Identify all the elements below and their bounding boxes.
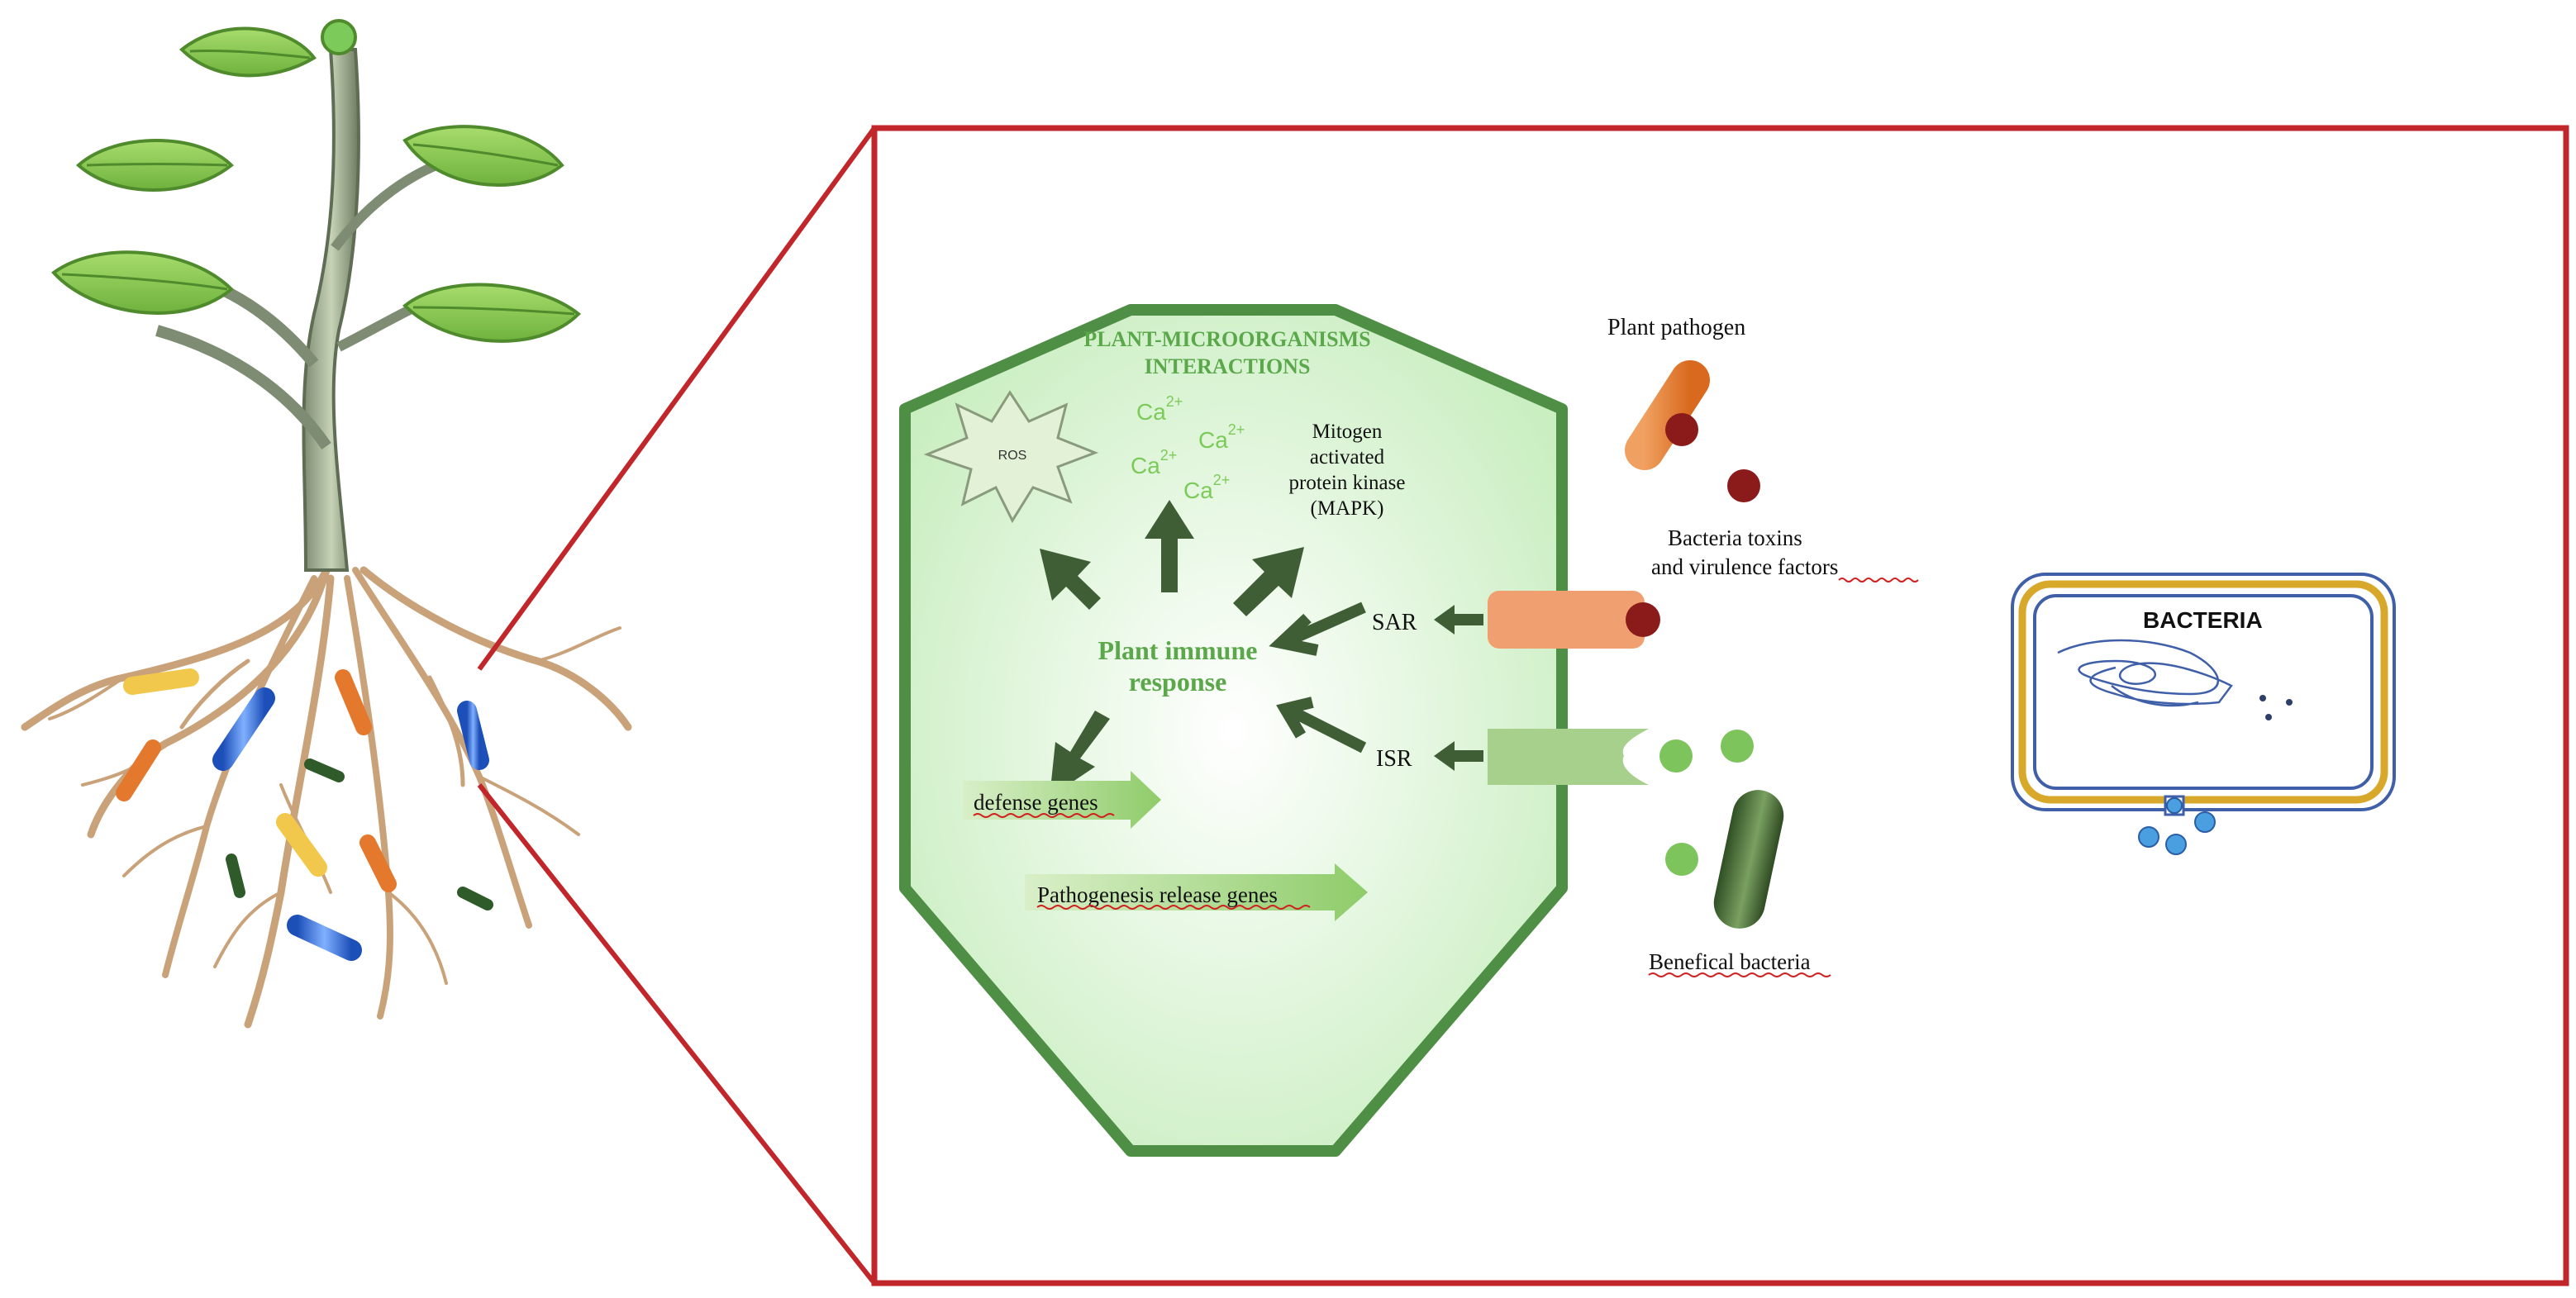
ca-superscript: 2+: [1213, 472, 1231, 488]
beneficial-bacteria-rod: [1713, 790, 1784, 929]
svg-text:Ca2+: Ca2+: [1136, 393, 1183, 425]
plant-pathogen-label: Plant pathogen: [1607, 315, 1745, 340]
plant-leaves: [51, 19, 581, 343]
hexagon-title-line2: INTERACTIONS: [1145, 354, 1311, 378]
svg-text:protein kinase: protein kinase: [1289, 472, 1406, 494]
bound-toxin: [1626, 602, 1660, 637]
bacteria-cell: BACTERIA: [2011, 573, 2396, 855]
ros-label: ROS: [998, 449, 1027, 463]
sar-inbound-arrow: [1287, 601, 1366, 646]
ca-label: Ca: [1183, 478, 1213, 503]
beneficial-signal: [1659, 739, 1693, 773]
plant-roots: [21, 566, 632, 1029]
secreted-vesicle: [2138, 826, 2159, 848]
sar-label: SAR: [1372, 610, 1417, 635]
svg-text:Ca2+: Ca2+: [1198, 421, 1245, 453]
zoom-frame: [871, 125, 2569, 1286]
svg-text:Mitogen: Mitogen: [1312, 421, 1383, 443]
secreted-vesicle: [2194, 811, 2216, 833]
hexagon-title-line1: PLANT-MICROORGANISMS: [1083, 327, 1370, 351]
toxins-label-line2: and virulence factors: [1651, 554, 1838, 579]
ca-superscript: 2+: [1160, 447, 1178, 464]
pathogenesis-genes-arrow: Pathogenesis release genes: [1025, 863, 1368, 921]
bacterial-dna: [2057, 639, 2233, 707]
sar-arrow: [1434, 605, 1483, 635]
plant-pathogen-rod: [1625, 360, 1710, 470]
immune-response-line1: Plant immune: [1098, 635, 1258, 665]
isr-arrow: [1434, 741, 1483, 771]
plant-stem: [302, 48, 360, 572]
inbound-arrows: [1269, 601, 1367, 754]
isr-inbound-arrow: [1290, 706, 1367, 754]
pathogenesis-genes-label: Pathogenesis release genes: [1037, 882, 1278, 907]
secreted-vesicle: [2165, 834, 2187, 855]
immune-response-line2: response: [1129, 667, 1227, 697]
toxin-particle: [1665, 413, 1698, 446]
plant-illustration: [21, 19, 632, 1029]
mapk-label: Mitogen activated protein kinase (MAPK): [1289, 421, 1406, 520]
beneficial-receptor: [1488, 729, 1649, 785]
svg-text:(MAPK): (MAPK): [1311, 497, 1384, 520]
ca-label: Ca: [1136, 399, 1166, 425]
isr-label: ISR: [1376, 746, 1412, 772]
calcium-ions: Ca2+ Ca2+ Ca2+ Ca2+: [1131, 393, 1245, 503]
plant-cell-hexagon: [899, 304, 1568, 1157]
ca-label: Ca: [1131, 453, 1160, 478]
svg-text:Ca2+: Ca2+: [1183, 472, 1230, 503]
pathogen-receptor: [1488, 591, 1645, 649]
zoom-line-bottom: [477, 783, 877, 1285]
ca-label: Ca: [1198, 427, 1228, 453]
bacteria-label: BACTERIA: [2143, 607, 2263, 633]
svg-text:activated: activated: [1310, 446, 1385, 468]
defense-genes-label: defense genes: [974, 790, 1098, 815]
toxins-label-line1: Bacteria toxins: [1668, 525, 1802, 550]
ca-superscript: 2+: [1228, 421, 1245, 438]
secreted-vesicle: [2166, 797, 2183, 814]
immune-arrows: [1040, 500, 1304, 797]
ca-superscript: 2+: [1166, 393, 1183, 410]
beneficial-signal: [1665, 843, 1698, 876]
toxin-particle: [1727, 469, 1760, 502]
beneficial-signal: [1721, 730, 1754, 763]
ros-star: ROS: [923, 390, 1099, 524]
beneficial-bacteria-label: Benefical bacteria: [1649, 949, 1811, 974]
svg-text:Ca2+: Ca2+: [1131, 447, 1177, 478]
defense-genes-arrow: defense genes: [963, 771, 1161, 829]
root-microbes: [116, 668, 493, 961]
zoom-line-top: [477, 126, 877, 671]
